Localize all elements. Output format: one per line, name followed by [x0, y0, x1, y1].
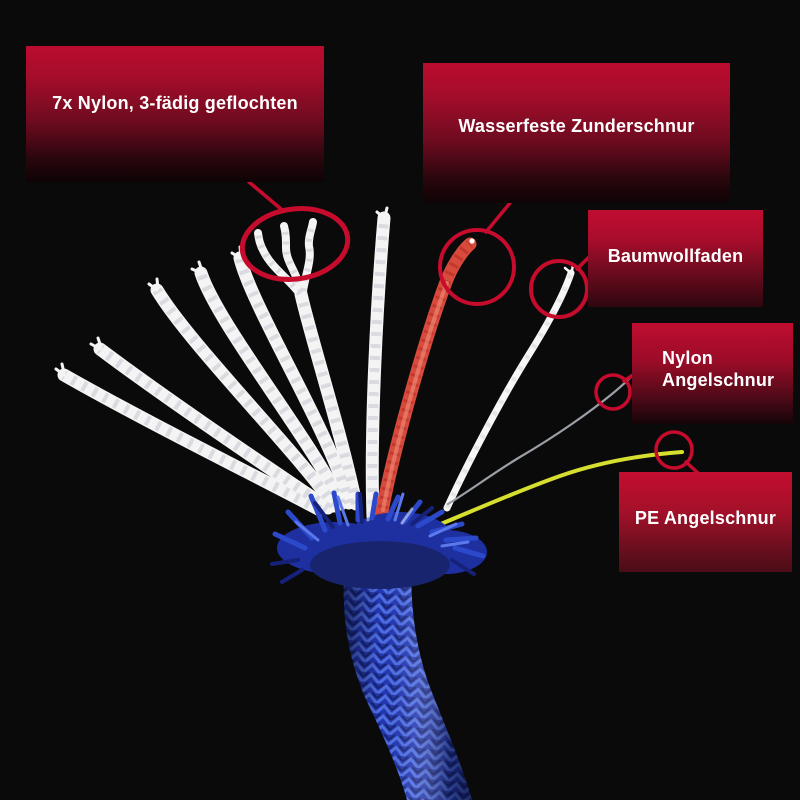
label-nylon-fishing-line-text-1: Nylon [662, 347, 714, 368]
nylon-strands [54, 206, 391, 523]
pe-fishing-line [434, 450, 684, 528]
nylon-fishing-line [446, 375, 633, 506]
label-cotton-thread-text: Baumwollfaden [607, 245, 744, 266]
callout-line-nylon-line [622, 373, 635, 383]
label-nylon-fishing-line: Nylon Angelschnur [632, 323, 793, 424]
callout-circles [239, 206, 694, 470]
blue-rope [343, 558, 472, 800]
label-tinder-cord: Wasserfeste Zunderschnur [423, 63, 730, 203]
callout-circle-pe-line [654, 430, 694, 470]
callout-line-braided [247, 180, 283, 211]
callout-circle-nylon-line [594, 373, 632, 411]
label-pe-fishing-line: PE Angelschnur [619, 472, 792, 572]
tinder-cord [374, 237, 477, 524]
label-braided-nylon-text: 7x Nylon, 3-fädig geflochten [52, 93, 298, 114]
label-nylon-fishing-line-text-2: Angelschnur [662, 369, 775, 390]
callout-circle-cotton [529, 259, 589, 319]
callout-circle-tinder [438, 228, 516, 306]
rope-fray [270, 490, 487, 589]
callout-line-tinder [484, 201, 512, 234]
label-pe-fishing-line-text: PE Angelschnur [634, 508, 777, 529]
label-cotton-thread: Baumwollfaden [588, 210, 763, 307]
callout-circle-braided [239, 206, 351, 282]
label-braided-nylon: 7x Nylon, 3-fädig geflochten [26, 46, 324, 182]
callout-line-cotton [575, 256, 590, 271]
label-tinder-cord-text: Wasserfeste Zunderschnur [458, 116, 695, 137]
